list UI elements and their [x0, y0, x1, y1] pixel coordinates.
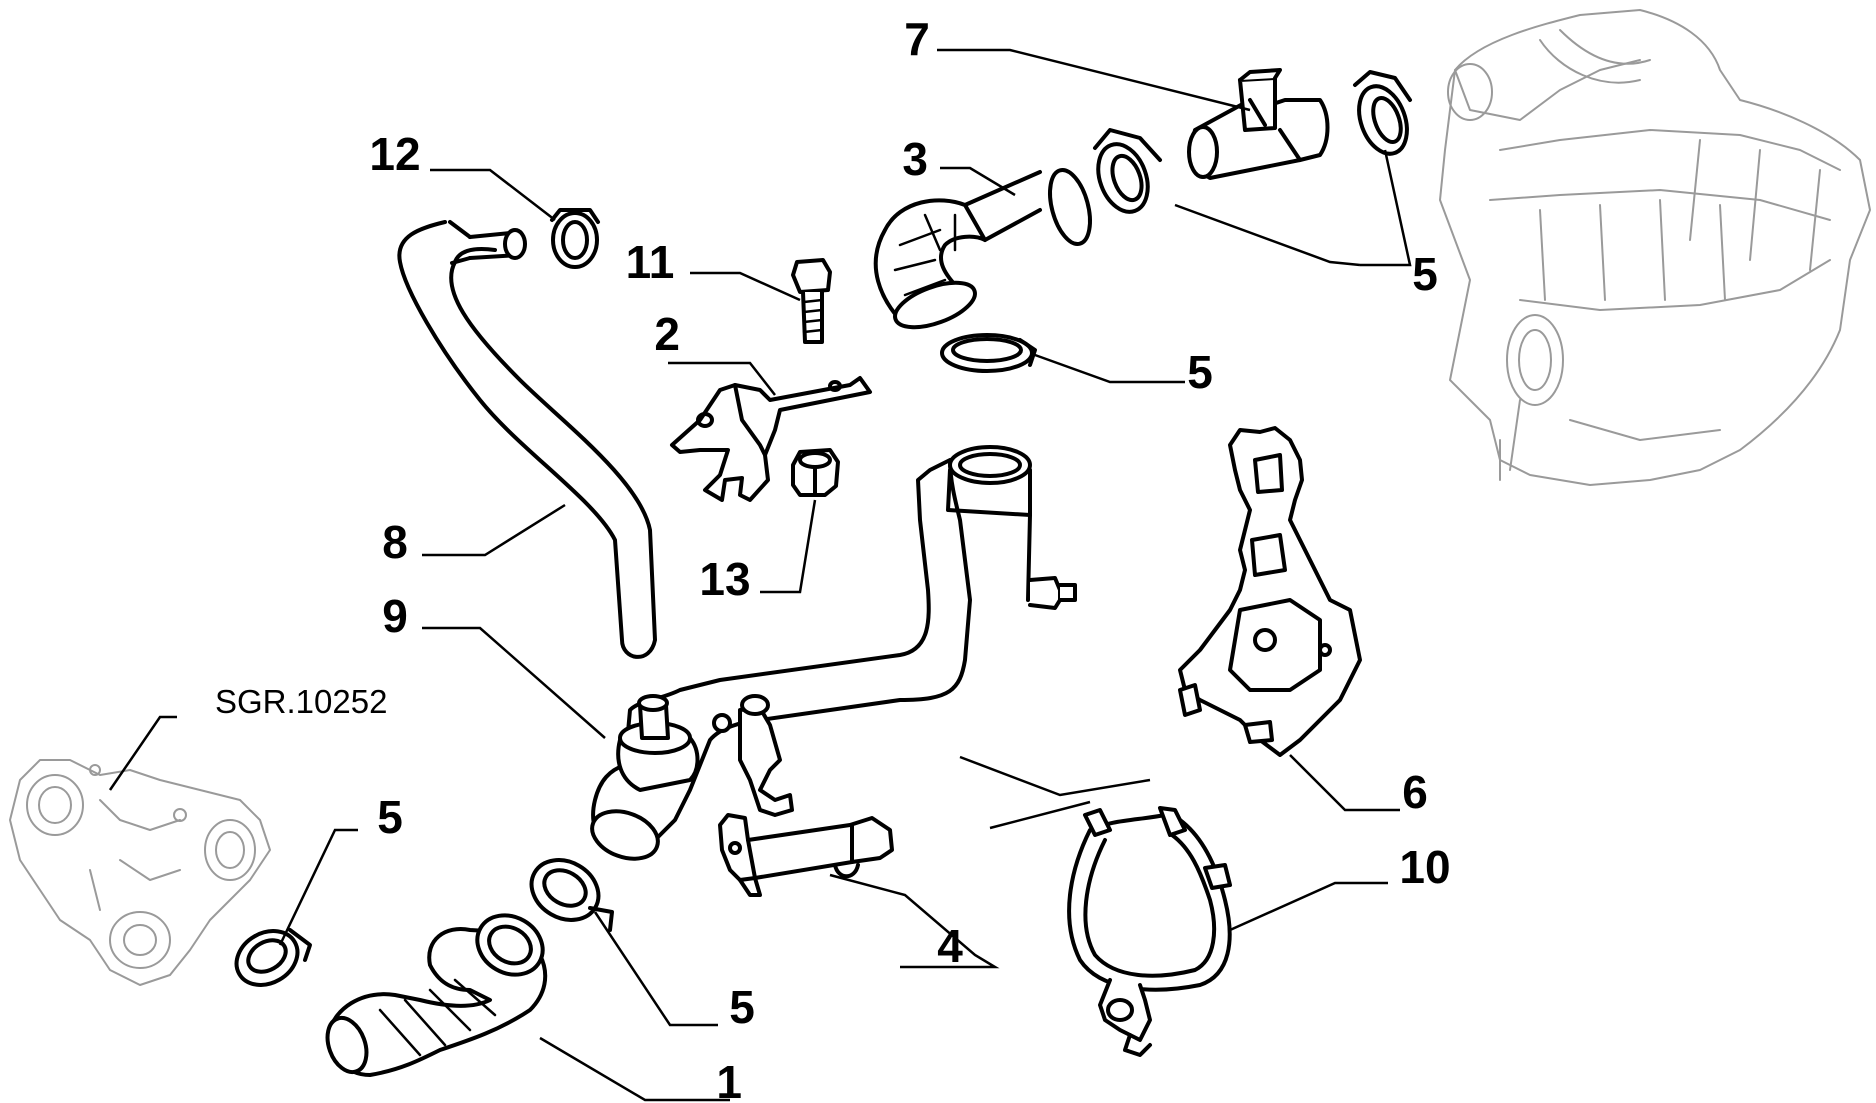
leader-10: [1229, 881, 1388, 932]
part-2-support-bracket: [670, 376, 872, 502]
callout-5-left: 5: [377, 791, 403, 843]
turbocharger-reference-drawing: [9, 759, 271, 986]
leader-12: [430, 168, 556, 221]
leader-sgr: [108, 715, 177, 791]
leader-5-top: [1174, 149, 1412, 267]
leader-2: [668, 361, 776, 396]
callout-2: 2: [654, 308, 680, 360]
part-6-mounting-bracket: [1178, 426, 1362, 757]
callout-6: 6: [1402, 766, 1428, 818]
leader-lines: [108, 48, 1412, 1102]
part-5-clamp-top-2: [1353, 70, 1412, 156]
leader-5-mid: [1034, 353, 1185, 384]
callout-11: 11: [626, 236, 675, 288]
part-5-clamp-bottom: [529, 858, 614, 932]
callout-10: 10: [1399, 841, 1450, 893]
callout-7: 7: [904, 13, 930, 65]
callout-5-bottom: 5: [729, 981, 755, 1033]
callout-3: 3: [902, 133, 928, 185]
reference-code: SGR.10252: [215, 683, 387, 720]
leader-1: [539, 1036, 730, 1102]
part-5-clamp-left: [234, 928, 312, 987]
part-10-large-clamp: [1067, 806, 1232, 1057]
leader-9: [422, 626, 606, 739]
callout-labels: 1 2 3 4 5 5 5 5 6 7 8 9 10 11 12 13 SGR.…: [215, 13, 1451, 1103]
engine-block-reference-drawing: [1439, 9, 1871, 486]
callout-1: 1: [716, 1056, 742, 1103]
part-8-rubber-hose: [397, 220, 657, 659]
leader-8: [422, 503, 566, 557]
callout-8: 8: [382, 516, 408, 568]
callout-5-top: 5: [1412, 248, 1438, 300]
callout-9: 9: [382, 590, 408, 642]
part-5-clamp-mid: [940, 333, 1037, 373]
callout-13: 13: [699, 553, 750, 605]
part-4-small-bracket: [718, 813, 894, 897]
part-7-sensor-valve: [1187, 68, 1330, 180]
part-13-nut: [791, 448, 840, 497]
part-12-hose-clamp: [550, 208, 600, 269]
part-11-bolt: [791, 258, 832, 344]
leader-4: [829, 873, 1000, 969]
callout-5-mid: 5: [1187, 346, 1213, 398]
part-3-elbow-hose: [873, 168, 1092, 330]
part-5-clamp-top-1: [1093, 128, 1162, 214]
leader-3: [940, 166, 1016, 197]
leader-7: [937, 48, 1251, 112]
leader-13: [760, 499, 817, 594]
part-9-intake-pipe: [590, 445, 1077, 861]
part-1-lower-hose: [325, 913, 548, 1077]
callout-12: 12: [369, 128, 420, 180]
leader-5-bottom: [593, 911, 718, 1027]
leader-11: [690, 271, 801, 302]
callout-4: 4: [937, 920, 963, 972]
leader-6: [1289, 754, 1400, 812]
leader-clamp-dash: [959, 755, 1151, 830]
leader-5-left: [278, 828, 358, 946]
